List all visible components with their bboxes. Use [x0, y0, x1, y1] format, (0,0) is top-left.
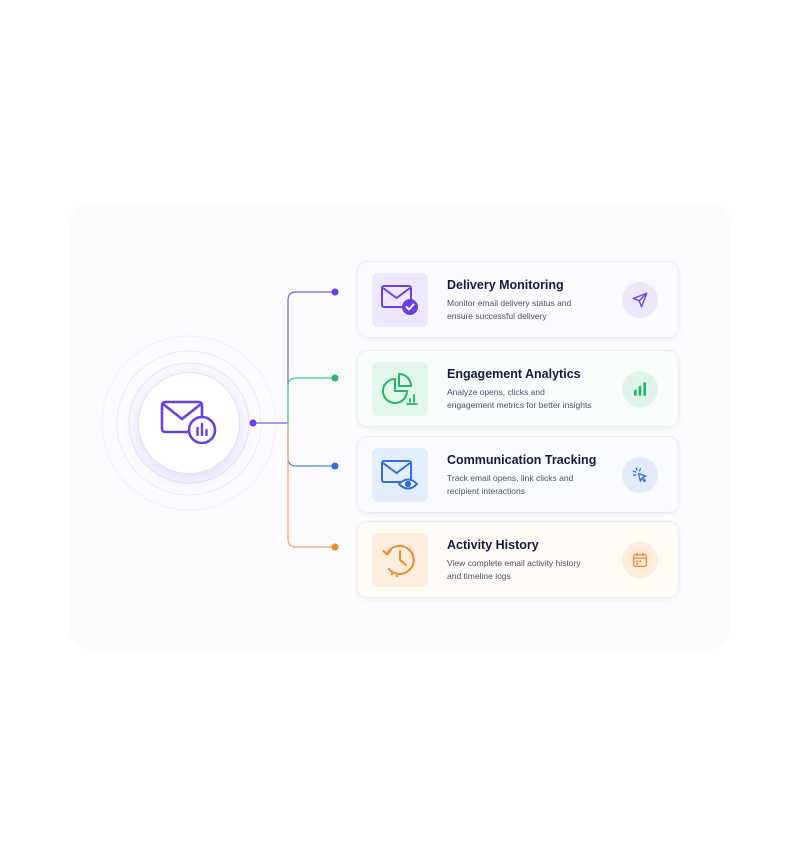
email-check-icon	[381, 285, 418, 315]
calendar-icon	[632, 552, 648, 568]
connector-delivery	[287, 291, 335, 423]
connector-delivery-dot	[331, 288, 339, 296]
cursor-click-icon	[632, 467, 647, 483]
feature-card-activity-history[interactable]: Activity History View complete email act…	[357, 521, 679, 598]
pie-chart-icon	[382, 373, 418, 405]
bar-chart-icon	[634, 382, 646, 396]
feature-description: Analyze opens, clicks and engagement met…	[447, 387, 592, 410]
connector-tracking	[287, 423, 335, 467]
calendar-button[interactable]	[622, 542, 658, 578]
connector-history	[287, 423, 335, 548]
feature-title: Engagement Analytics	[447, 367, 581, 381]
feature-title: Communication Tracking	[447, 453, 597, 467]
feature-description: Monitor email delivery status and ensure…	[447, 298, 572, 321]
send-icon	[632, 292, 648, 308]
feature-title: Activity History	[447, 538, 539, 552]
hub-connector-dot	[249, 419, 257, 427]
connector-engagement	[287, 377, 335, 423]
email-eye-icon	[381, 460, 418, 490]
feature-description: Track email opens, link clicks and recip…	[447, 473, 574, 496]
feature-description: View complete email activity history and…	[447, 558, 581, 581]
feature-card-engagement-analytics[interactable]: Engagement Analytics Analyze opens, clic…	[357, 350, 679, 427]
email-analytics-icon	[160, 400, 217, 445]
analytics-button[interactable]	[622, 371, 658, 407]
hub-node	[139, 373, 239, 473]
feature-icon-box	[372, 533, 428, 587]
feature-icon-box	[372, 273, 428, 327]
connector-tracking-dot	[331, 462, 339, 470]
feature-card-delivery-monitoring[interactable]: Delivery Monitoring Monitor email delive…	[357, 261, 679, 338]
track-button[interactable]	[622, 457, 658, 493]
feature-icon-box	[372, 362, 428, 416]
connector-engagement-dot	[331, 374, 339, 382]
feature-card-communication-tracking[interactable]: Communication Tracking Track email opens…	[357, 436, 679, 513]
history-clock-icon	[382, 544, 415, 578]
feature-icon-box	[372, 448, 428, 502]
connector-history-dot	[331, 543, 339, 551]
send-button[interactable]	[622, 282, 658, 318]
feature-title: Delivery Monitoring	[447, 278, 564, 292]
